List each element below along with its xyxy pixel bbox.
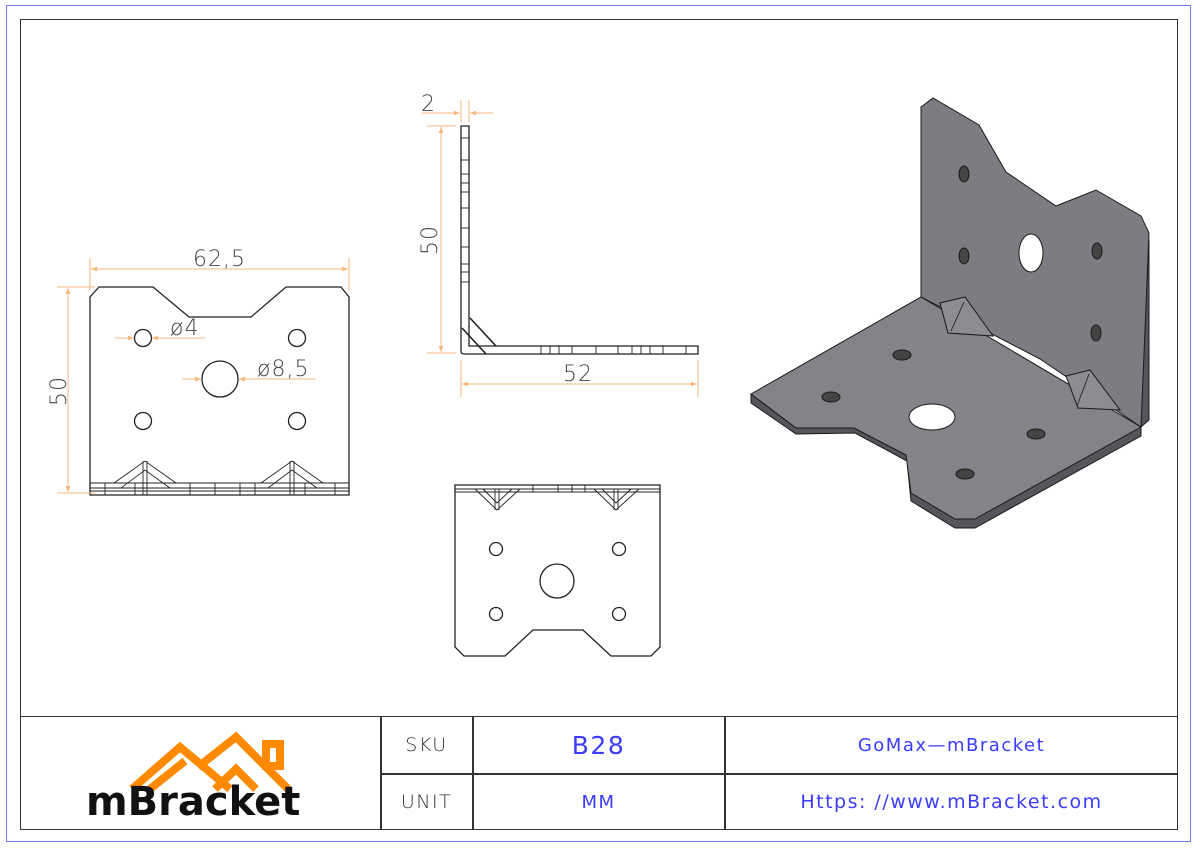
small-hole — [287, 411, 307, 431]
front-view-dimensions — [57, 258, 350, 494]
logo-text: mBracket — [86, 779, 301, 825]
website-link[interactable]: Https: //www.mBracket.com — [800, 791, 1103, 813]
side-view — [460, 125, 699, 355]
inner-frame — [20, 19, 1178, 830]
unit-value: MM — [581, 791, 616, 813]
small-hole — [133, 328, 153, 348]
front-view — [89, 286, 350, 496]
small-hole — [133, 411, 153, 431]
sku-label: SKU — [405, 734, 448, 756]
isometric-view — [750, 97, 1150, 529]
product-name: GoMax—mBracket — [857, 734, 1046, 756]
small-hole — [287, 328, 307, 348]
divider — [380, 717, 382, 829]
sku-value: B28 — [571, 730, 626, 760]
title-block: mBracket SKU B28 GoMax—mBracket UNIT MM … — [20, 716, 1178, 830]
company-logo: mBracket — [20, 717, 381, 829]
house-roof-logo-icon — [129, 731, 291, 793]
front-height-dimension: 50 — [47, 376, 72, 406]
small-hole — [611, 606, 627, 622]
large-hole-dimension: ø8,5 — [257, 357, 309, 382]
length-dimension: 52 — [563, 362, 593, 387]
large-hole — [539, 563, 575, 599]
small-hole — [611, 541, 627, 557]
plan-view — [454, 484, 661, 657]
small-hole — [488, 541, 504, 557]
small-hole-dimension: ø4 — [170, 316, 199, 341]
large-hole — [201, 360, 239, 398]
small-hole — [488, 606, 504, 622]
side-view-dimensions — [422, 100, 699, 397]
unit-label: UNIT — [400, 791, 453, 813]
thickness-dimension: 2 — [421, 92, 436, 117]
outer-frame — [6, 5, 1191, 842]
divider — [381, 773, 1178, 775]
side-height-dimension: 50 — [418, 225, 443, 255]
front-width-dimension: 62,5 — [193, 247, 246, 272]
